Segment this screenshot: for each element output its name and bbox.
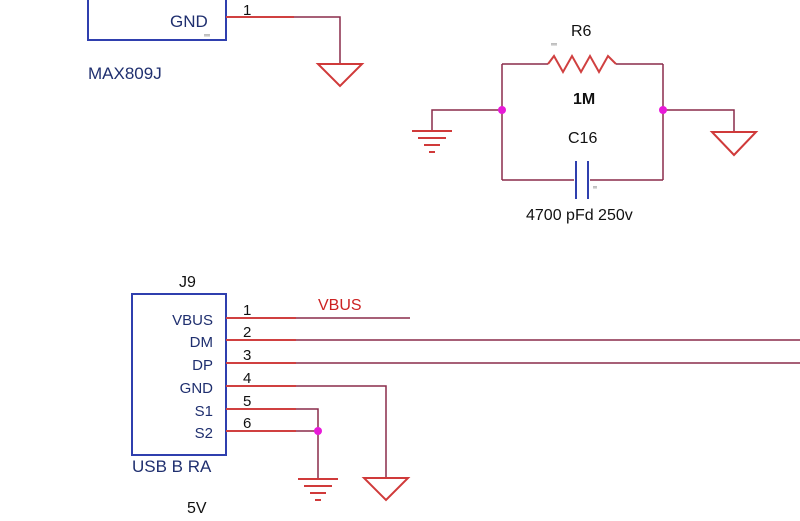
- j9-pin-label-gnd: GND: [180, 380, 214, 397]
- r6-resistor[interactable]: R6 ˣˣˣ 1M: [502, 23, 663, 108]
- rc-left-ground-wire: [431, 109, 502, 130]
- j9-part-name: USB B RA: [132, 457, 212, 476]
- j9-pin-label-dp: DP: [192, 357, 213, 374]
- j9-body: [131, 293, 227, 456]
- j9-shield-wire: [296, 430, 319, 478]
- footer-5v-label: 5V: [187, 500, 207, 517]
- j9-pin-number-4: 4: [243, 370, 251, 387]
- ground-symbol-j9-gnd: [361, 477, 411, 502]
- j9-pin-stubs: [226, 317, 296, 432]
- j9-pin-label-vbus: VBUS: [172, 312, 213, 329]
- earth-ground-symbol-shield: [298, 478, 338, 501]
- j9-connector[interactable]: J9 VBUS DM DP GND S1 S2 1 2 3 4 5 6 USB …: [131, 274, 251, 476]
- c16-refdes: C16: [568, 130, 597, 147]
- junction-dot-shield: [314, 427, 322, 435]
- max809-gnd-wire: [294, 16, 341, 64]
- j9-pin-number-3: 3: [243, 347, 251, 364]
- max809-pin-number: 1: [243, 2, 251, 19]
- rc-network: [412, 64, 759, 180]
- junction-dot-rc-right: [659, 106, 667, 114]
- j9-pin-label-s1: S1: [195, 403, 213, 420]
- c16-capacitor[interactable]: C16 ˣˣ 4700 pFd 250v: [502, 130, 663, 224]
- j9-shield-s1-wire: [296, 408, 319, 431]
- c16-annotation: ˣˣ: [593, 186, 597, 192]
- ground-symbol-max809: [315, 63, 365, 88]
- j9-pin-label-dm: DM: [190, 334, 213, 351]
- r6-value: 1M: [573, 91, 595, 108]
- max809-part-name: MAX809J: [88, 64, 162, 83]
- ground-symbol-rc-right: [709, 131, 759, 157]
- rc-right-ground-wire: [663, 109, 735, 132]
- j9-pin-label-s2: S2: [195, 425, 213, 442]
- r6-zigzag: [547, 53, 617, 75]
- earth-ground-symbol-left: [412, 130, 452, 153]
- j9-pin-number-6: 6: [243, 415, 251, 432]
- r6-refdes: R6: [571, 23, 592, 40]
- max809-pin-gnd-label: GND: [170, 12, 208, 31]
- junction-dot-rc-left: [498, 106, 506, 114]
- c16-value: 4700 pFd 250v: [526, 207, 633, 224]
- j9-gnd-wire: [296, 385, 387, 478]
- max809-body: [87, 0, 227, 41]
- j9-pin-number-5: 5: [243, 393, 251, 410]
- j9-pin-number-2: 2: [243, 324, 251, 341]
- max809-pin-annotation: ˣˣˣ: [204, 34, 210, 40]
- vbus-net-label: VBUS: [318, 297, 362, 314]
- r6-annotation: ˣˣˣ: [551, 43, 557, 49]
- j9-pin-number-1: 1: [243, 302, 251, 319]
- max809-component[interactable]: GND ˣˣˣ 1 MAX809J: [87, 0, 365, 88]
- j9-refdes: J9: [179, 274, 196, 291]
